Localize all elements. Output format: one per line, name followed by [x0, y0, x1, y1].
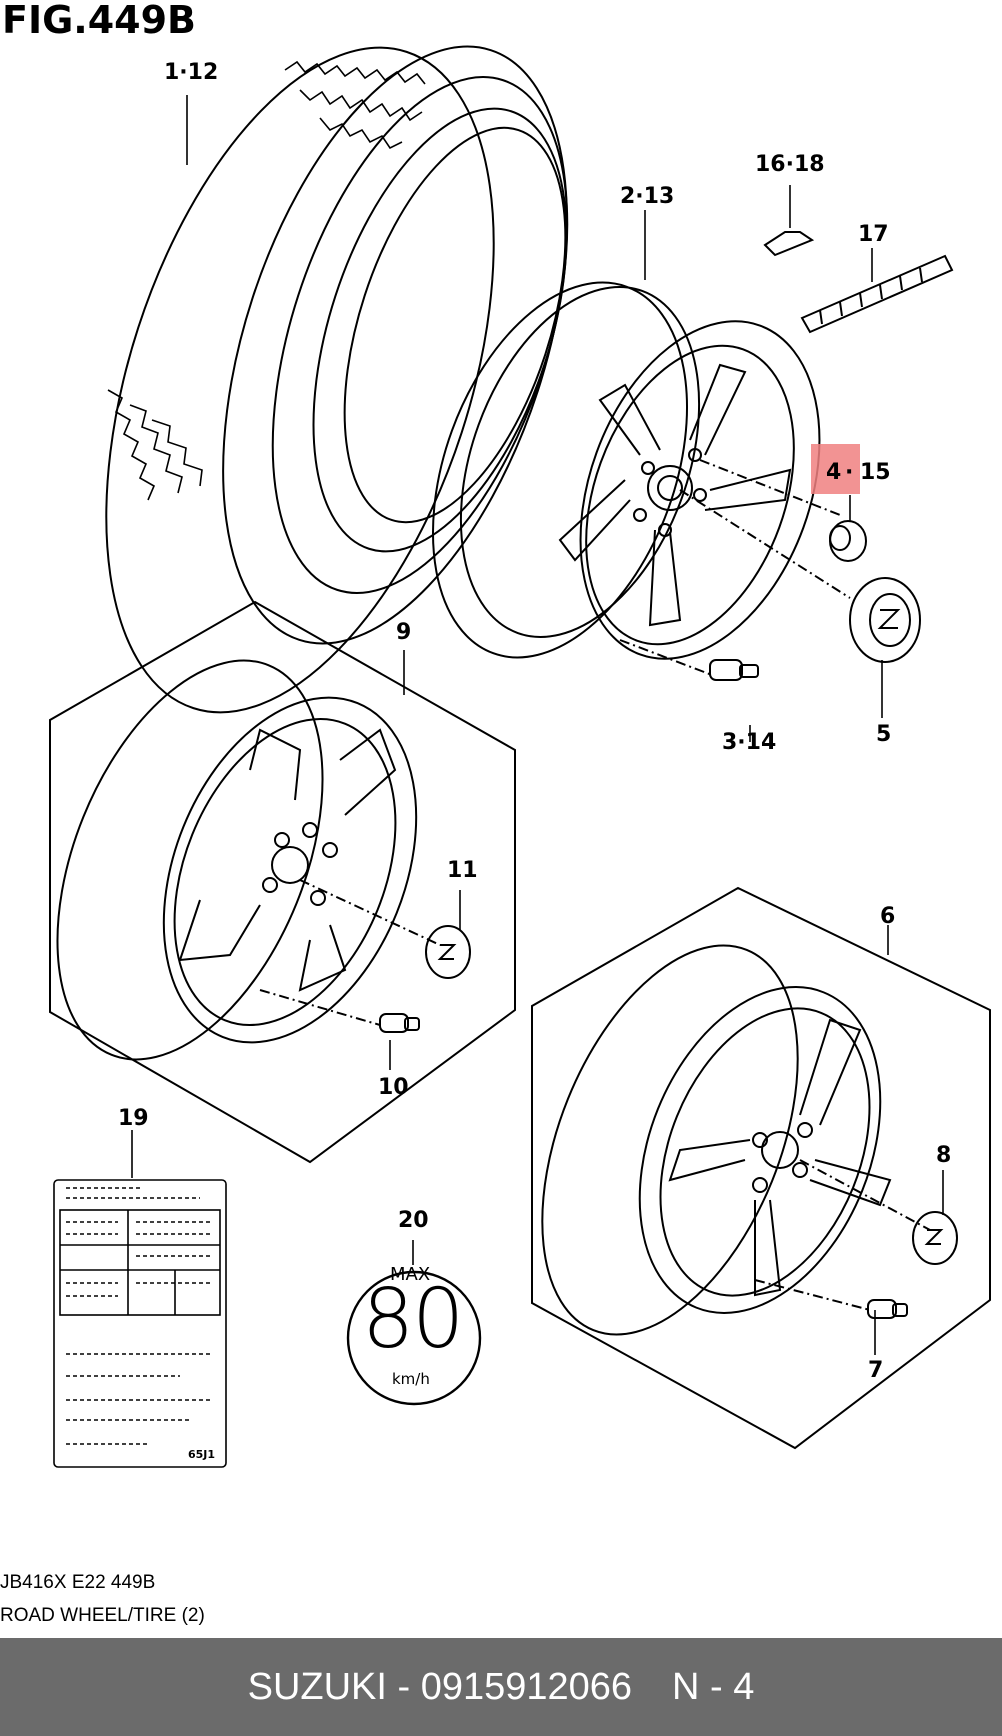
- tire-illustration: [105, 45, 569, 714]
- lug-nut: [829, 520, 867, 562]
- footer-part-number: SUZUKI - 0915912066: [247, 1665, 633, 1708]
- callout-10: 10: [378, 1075, 409, 1100]
- model-code: JB416X E22 449B: [0, 1572, 156, 1593]
- wheel-variant-9-panel: [49, 600, 516, 1164]
- callout-9: 9: [396, 620, 412, 645]
- footer-quantity: N - 4: [672, 1665, 755, 1708]
- speed-sign-unit: km/h: [392, 1370, 430, 1388]
- balance-weight-16-18: [763, 231, 815, 257]
- callout-8: 8: [936, 1143, 952, 1168]
- figure-title: FIG.449B: [2, 0, 197, 42]
- callout-7: 7: [868, 1358, 884, 1383]
- callout-3-14: 3·14: [722, 730, 777, 755]
- callout-2-13: 2·13: [620, 184, 675, 209]
- weight-strip-17: [800, 254, 954, 334]
- callout-20: 20: [398, 1208, 429, 1233]
- callout-11: 11: [447, 858, 478, 883]
- leader-lines: [131, 95, 944, 1355]
- footer-bar: SUZUKI - 0915912066 N - 4: [0, 1638, 1002, 1736]
- callout-dot: ·: [845, 460, 854, 485]
- main-wheel-illustration: [432, 281, 851, 660]
- callout-5: 5: [876, 722, 892, 747]
- section-title: ROAD WHEEL/TIRE (2): [0, 1605, 205, 1626]
- wheel-variant-6-panel: [531, 886, 991, 1450]
- callout-15: 15: [860, 460, 891, 485]
- speed-sign-20: [346, 1270, 482, 1406]
- callout-1-12: 1·12: [164, 60, 219, 85]
- callout-17: 17: [858, 222, 889, 247]
- valve-3-14: [619, 639, 759, 681]
- callout-6: 6: [880, 904, 896, 929]
- callout-19: 19: [118, 1106, 149, 1131]
- highlight-box: [811, 444, 860, 494]
- callout-4: 4: [826, 460, 842, 485]
- callout-16-18: 16·18: [755, 152, 825, 177]
- speed-sign-max: MAX: [390, 1264, 431, 1285]
- speed-sign-value: 80: [362, 1272, 464, 1367]
- tire-label-19: [53, 1179, 227, 1468]
- center-cap-5: [849, 577, 921, 663]
- tire-label-code: 65J1: [188, 1448, 216, 1461]
